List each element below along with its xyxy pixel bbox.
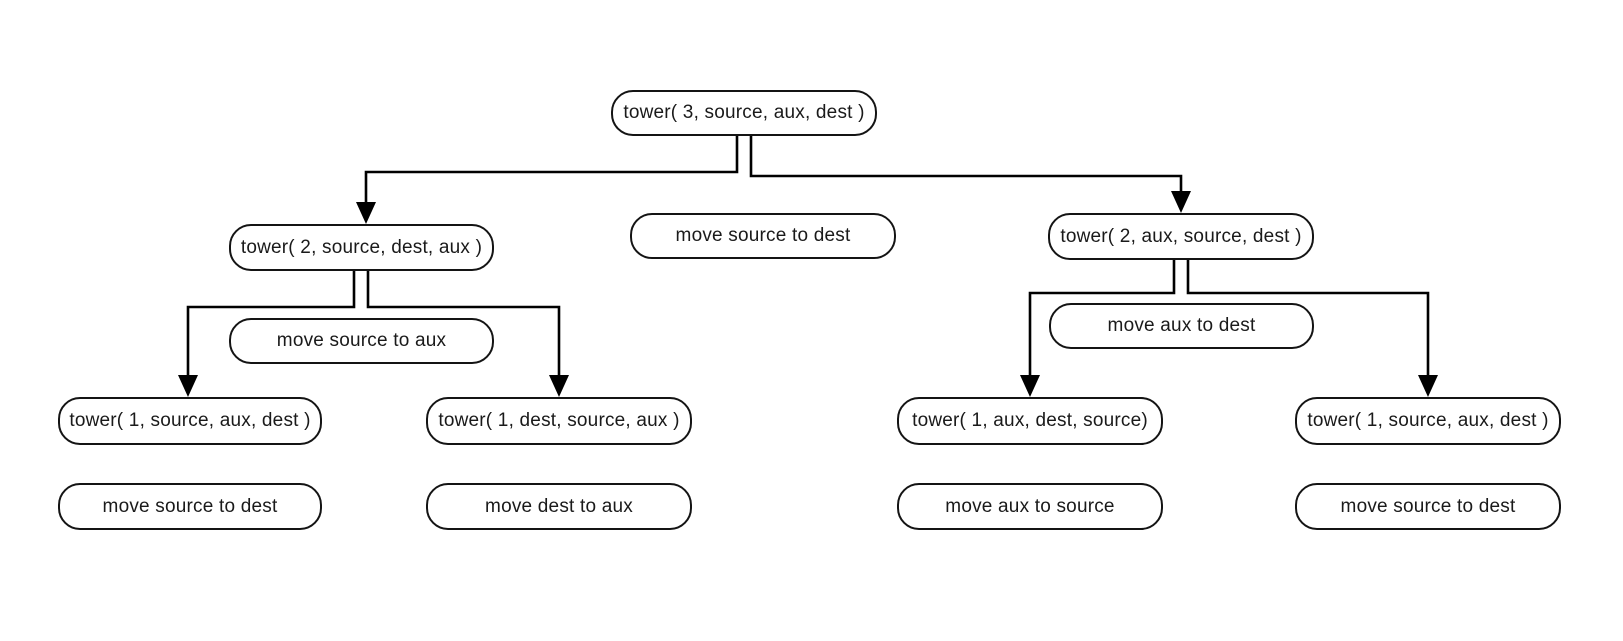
connector-root-to-tower2-left <box>364 136 739 204</box>
node-label: move source to aux <box>276 330 447 351</box>
node-label: tower( 1, aux, dest, source) <box>912 410 1148 431</box>
node-tower-2-source-dest-aux: tower( 2, source, dest, aux ) <box>229 224 494 271</box>
connector-tower2-left-to-tower1-b <box>366 271 561 377</box>
node-tower-2-aux-source-dest: tower( 2, aux, source, dest ) <box>1048 213 1314 260</box>
node-label: move dest to aux <box>485 495 633 517</box>
node-tower-3-source-aux-dest: tower( 3, source, aux, dest ) <box>611 90 877 136</box>
node-tower-1-dest-source-aux: tower( 1, dest, source, aux ) <box>426 397 692 445</box>
arrowhead-down-tower1-a <box>178 375 198 397</box>
node-label: move source to dest <box>102 495 278 517</box>
node-label: move source to dest <box>675 225 851 246</box>
arrowhead-down-tower1-d <box>1418 375 1438 397</box>
arrowhead-down-tower2-right <box>1171 191 1191 213</box>
node-label: tower( 2, source, dest, aux ) <box>240 236 483 258</box>
node-label: tower( 1, source, aux, dest ) <box>1307 410 1549 431</box>
node-label: tower( 3, source, aux, dest ) <box>623 102 865 123</box>
node-move-source-to-aux: move source to aux <box>229 318 494 364</box>
node-move-aux-to-source: move aux to source <box>897 483 1163 530</box>
node-tower-1-source-aux-dest-left: tower( 1, source, aux, dest ) <box>58 397 322 445</box>
node-tower-1-aux-dest-source: tower( 1, aux, dest, source) <box>897 397 1163 445</box>
arrowhead-down-tower1-c <box>1020 375 1040 397</box>
node-tower-1-source-aux-dest-right: tower( 1, source, aux, dest ) <box>1295 397 1561 445</box>
node-move-aux-to-dest: move aux to dest <box>1049 303 1314 349</box>
node-label: move aux to dest <box>1107 315 1256 336</box>
node-label: tower( 1, source, aux, dest ) <box>69 410 311 431</box>
node-label: move aux to source <box>945 495 1115 517</box>
node-move-source-to-dest-middle: move source to dest <box>630 213 896 259</box>
node-label: move source to dest <box>1340 495 1516 517</box>
arrowhead-down-tower2-left <box>356 202 376 224</box>
connector-tower2-right-to-tower1-c <box>1028 260 1176 377</box>
connector-tower2-left-to-tower1-a <box>186 271 356 377</box>
arrowhead-down-tower1-b <box>549 375 569 397</box>
connector-root-to-tower2-right <box>749 136 1183 193</box>
node-label: tower( 1, dest, source, aux ) <box>438 410 680 431</box>
node-move-source-to-dest-d: move source to dest <box>1295 483 1561 530</box>
node-label: tower( 2, aux, source, dest ) <box>1060 225 1302 247</box>
connector-tower2-right-to-tower1-d <box>1186 260 1430 377</box>
node-move-dest-to-aux: move dest to aux <box>426 483 692 530</box>
node-move-source-to-dest-a: move source to dest <box>58 483 322 530</box>
